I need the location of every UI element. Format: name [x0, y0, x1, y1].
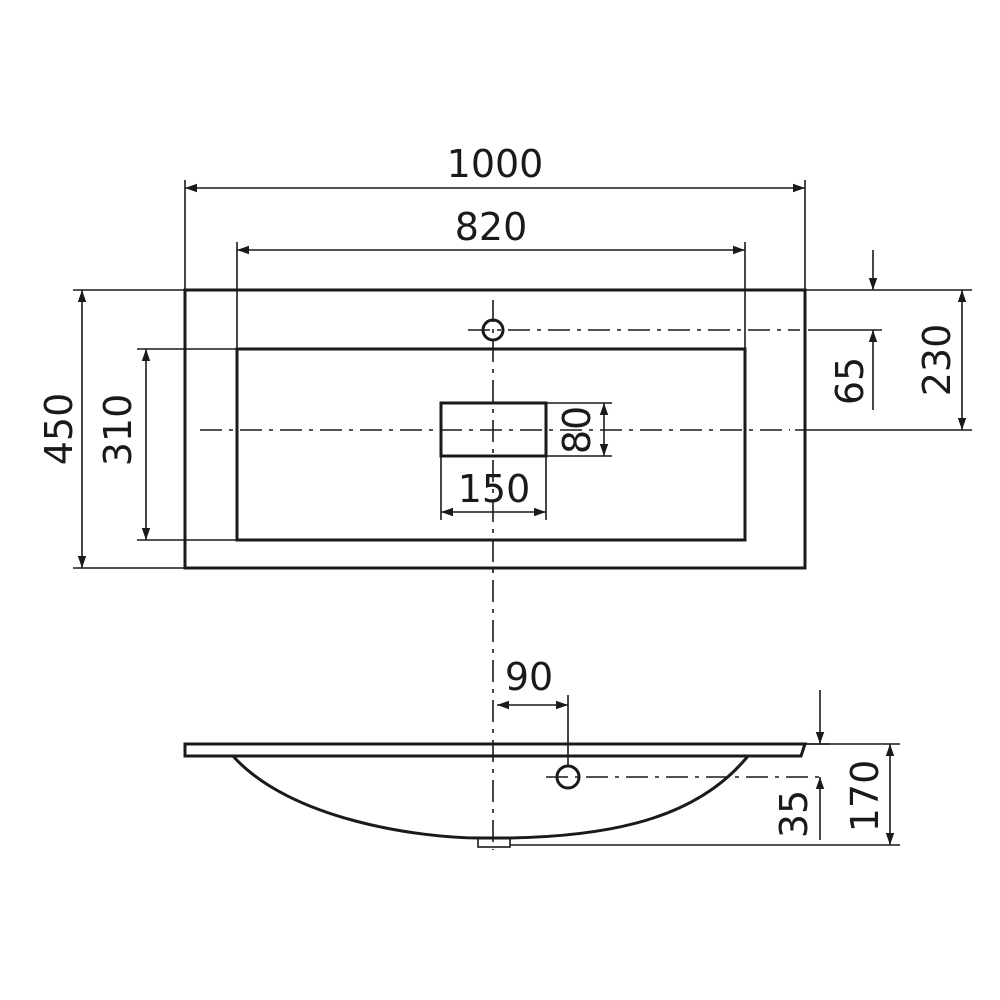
- label-drain-center-offset: 230: [915, 324, 959, 397]
- dimension-overflow-height: 80: [546, 402, 612, 457]
- dimension-total-height: 170: [510, 743, 900, 846]
- bowl-curve-profile: [231, 755, 750, 840]
- dimension-drain-center-offset: 230: [795, 289, 972, 431]
- label-tap-hole-offset: 65: [828, 357, 872, 405]
- dimension-bowl-depth: 310: [96, 348, 237, 541]
- side-view: [183, 695, 823, 848]
- top-view: [183, 288, 807, 850]
- label-overflow-height: 80: [555, 406, 599, 454]
- drain-outlet: [477, 837, 511, 848]
- label-inner-width: 820: [455, 205, 528, 249]
- basin-rim-profile: [183, 742, 808, 758]
- label-overflow-vertical: 35: [772, 790, 816, 838]
- dimension-inner-width: 820: [236, 205, 746, 349]
- bowl-inner-outline: [235, 347, 747, 542]
- dimension-overflow-width: 150: [440, 456, 547, 520]
- label-overflow-width: 150: [458, 467, 531, 511]
- label-bowl-depth: 310: [96, 394, 140, 467]
- dimension-overflow-vertical: 35: [772, 690, 830, 840]
- dimension-overall-depth: 450: [37, 289, 185, 569]
- label-overflow-offset: 90: [505, 655, 553, 699]
- dimension-tap-hole-offset: 65: [805, 250, 882, 410]
- dimension-overflow-offset: 90: [497, 655, 568, 710]
- label-overall-width: 1000: [447, 142, 544, 186]
- dimension-overall-width: 1000: [184, 142, 806, 290]
- basin-outer-outline: [183, 288, 807, 570]
- label-overall-depth: 450: [37, 393, 81, 466]
- label-total-height: 170: [843, 760, 887, 833]
